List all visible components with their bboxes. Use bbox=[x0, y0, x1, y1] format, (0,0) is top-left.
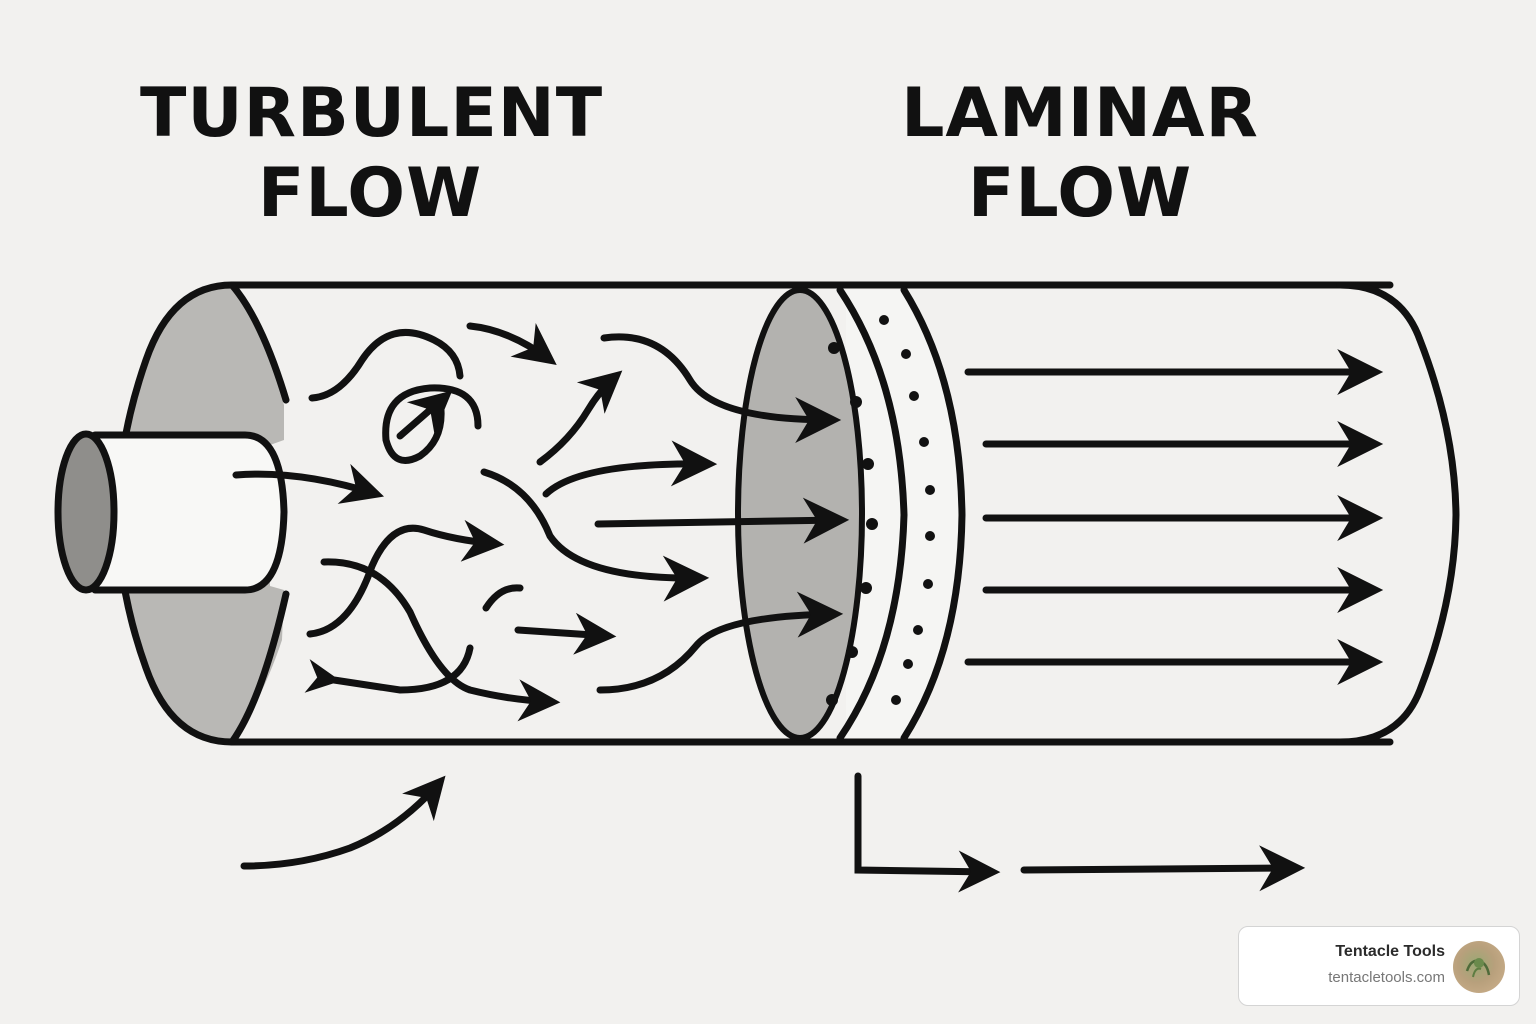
laminar-arrows bbox=[964, 349, 1384, 685]
turbulent-arrow bbox=[308, 329, 464, 402]
watermark-url: tentacletools.com bbox=[1328, 969, 1445, 986]
pipe-body bbox=[228, 281, 1460, 746]
laminar-label-line-1: LAMINAR bbox=[901, 74, 1259, 153]
turbulent-swirl bbox=[382, 384, 482, 464]
turbulent-arrow bbox=[304, 644, 474, 694]
turbulent-arrow bbox=[536, 370, 623, 466]
turbulent-arrow bbox=[594, 497, 850, 544]
turbulent-arrow bbox=[480, 468, 710, 602]
incoming-arrow bbox=[240, 775, 446, 870]
turbulent-arrow bbox=[396, 390, 453, 440]
turbulent-arrow bbox=[306, 519, 505, 638]
straightener-holes bbox=[826, 315, 935, 706]
flow-straightener bbox=[735, 286, 966, 742]
turbulent-arrow bbox=[466, 322, 557, 366]
watermark-badge: Tentacle Tools tentacletools.com bbox=[1238, 926, 1520, 1006]
turbulent-label-line-2: FLOW bbox=[257, 154, 483, 233]
turbulent-arrow bbox=[232, 463, 385, 504]
turbulent-arrow bbox=[596, 591, 844, 694]
laminar-label-line-2: FLOW bbox=[967, 154, 1193, 233]
outgoing-arrow bbox=[1020, 845, 1306, 892]
inlet-nozzle bbox=[54, 430, 288, 594]
turbulent-flow-label: TURBULENT FLOW bbox=[140, 74, 604, 234]
turbulent-arrow bbox=[542, 440, 718, 498]
turbulent-label-line-1: TURBULENT bbox=[140, 74, 604, 153]
turbulent-arrow bbox=[482, 584, 524, 612]
lower-arrows bbox=[240, 772, 1306, 893]
outgoing-arrow bbox=[854, 772, 1001, 893]
tentacle-tools-logo-icon bbox=[1453, 941, 1505, 993]
watermark-name: Tentacle Tools bbox=[1335, 943, 1445, 960]
turbulent-arrow bbox=[600, 333, 842, 443]
turbulent-arrow bbox=[514, 612, 617, 655]
laminar-flow-label: LAMINAR FLOW bbox=[860, 74, 1300, 234]
turbulent-arrows bbox=[232, 322, 850, 722]
